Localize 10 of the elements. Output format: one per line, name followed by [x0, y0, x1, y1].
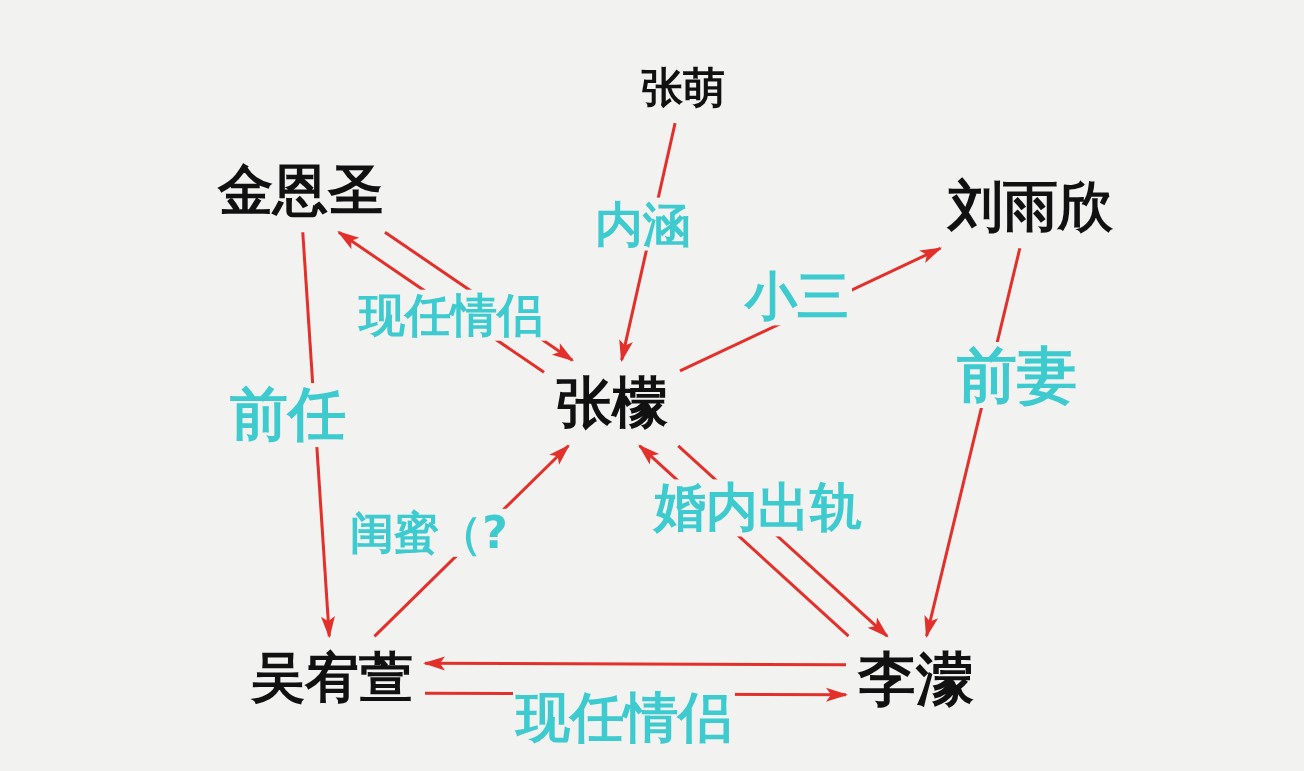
edge-label: 婚内出轨	[651, 479, 865, 537]
edge-label: 小三	[742, 268, 852, 326]
person-name: 金恩圣	[217, 159, 383, 221]
person-name: 张萌	[641, 64, 725, 112]
person-name: 张檬	[556, 372, 668, 434]
person-name: 吴宥萱	[251, 648, 413, 708]
edge-label: 现任情侣	[356, 289, 546, 341]
person-name: 刘雨欣	[947, 175, 1113, 237]
arrow	[423, 656, 846, 671]
person-name: 李濛	[858, 648, 974, 712]
